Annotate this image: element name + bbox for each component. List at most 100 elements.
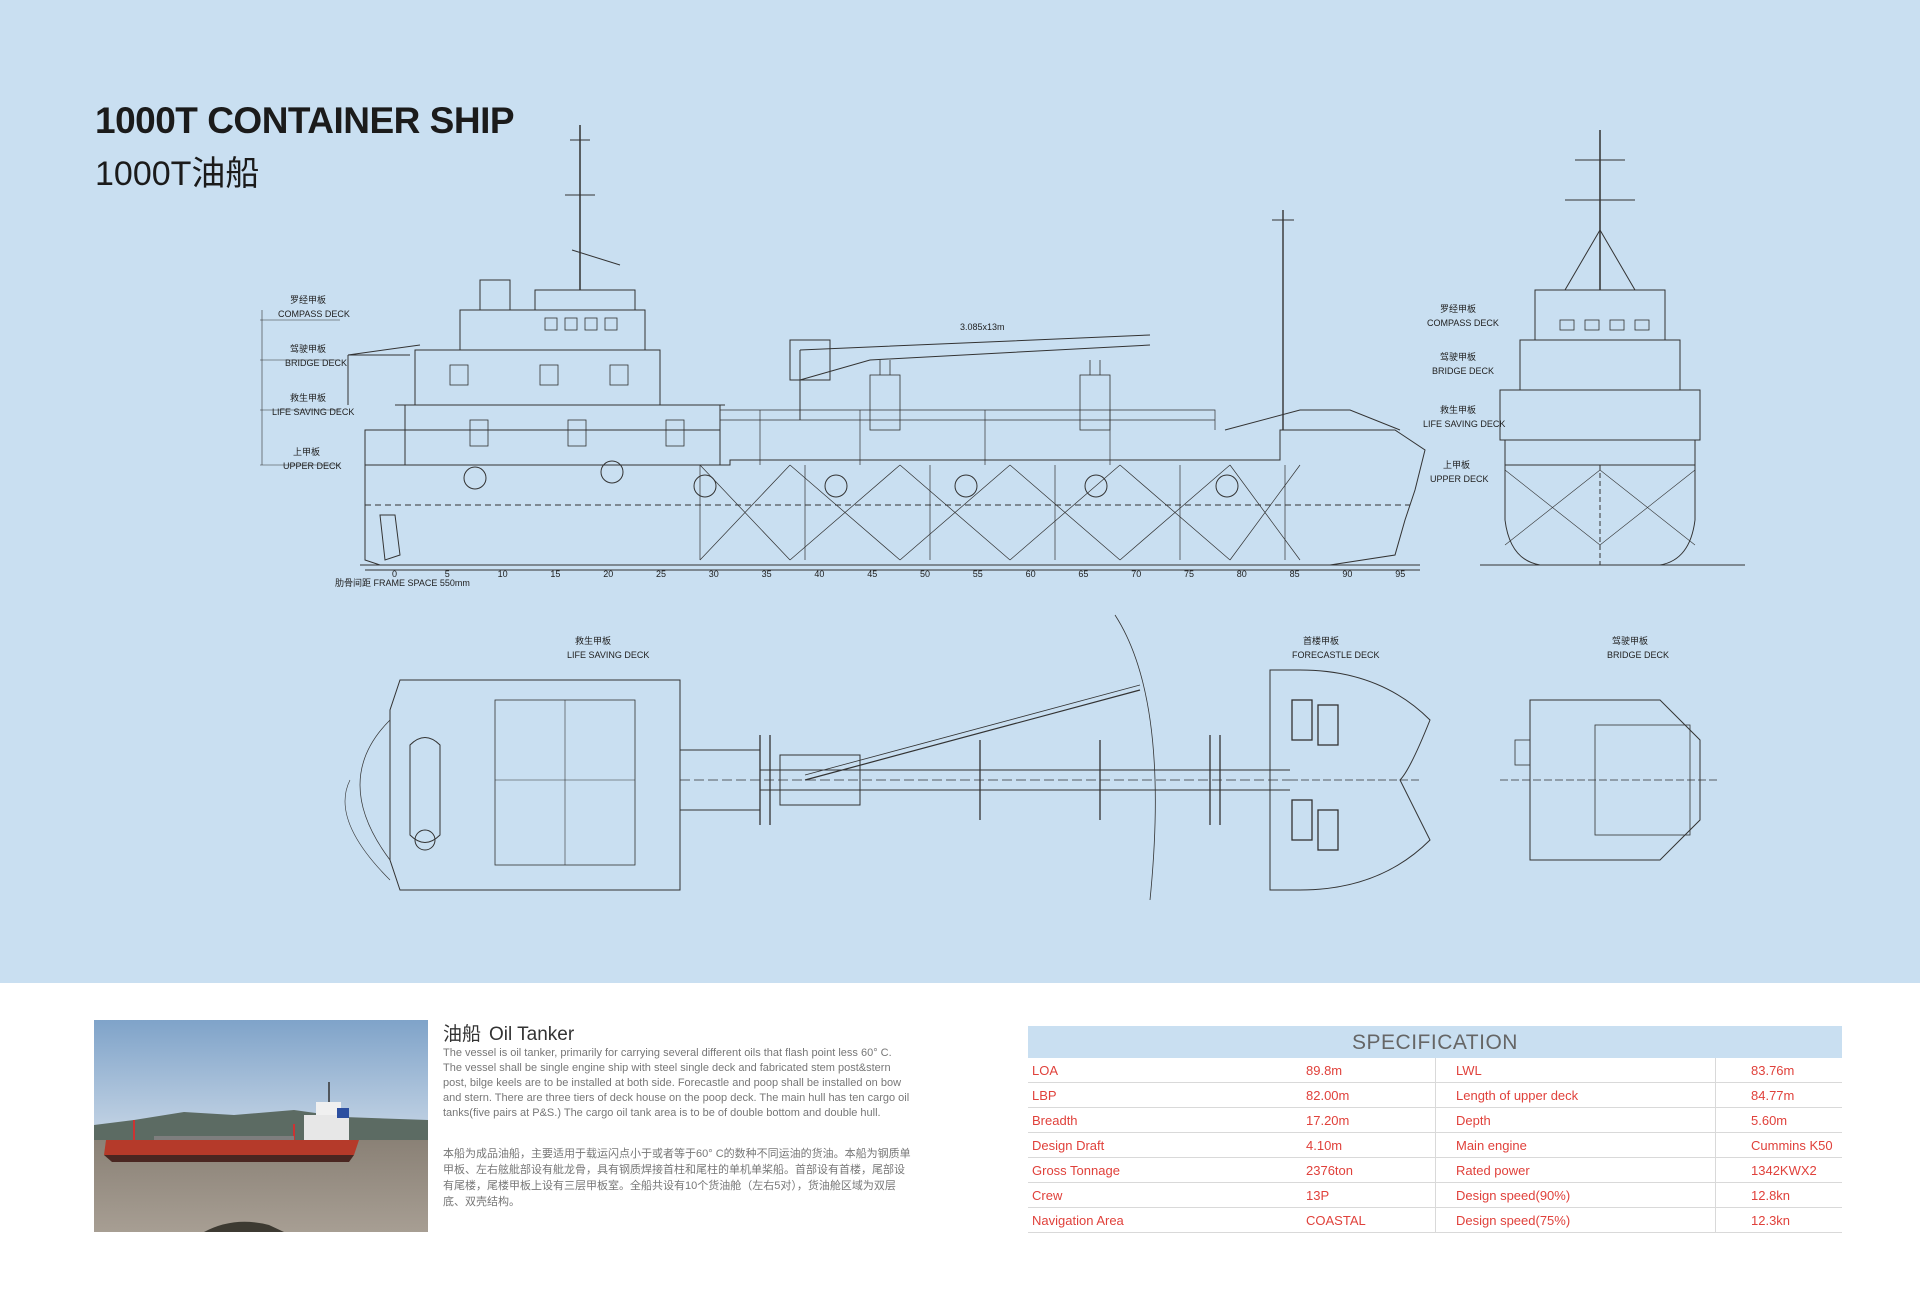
profile-deck-labels: 罗经甲板 COMPASS DECK 驾驶甲板 BRIDGE DECK 救生甲板 … xyxy=(272,294,1005,588)
spec-label: LOA xyxy=(1028,1058,1302,1083)
deck-label-en: BRIDGE DECK xyxy=(1432,366,1494,376)
title-chinese: 1000T油船 xyxy=(95,155,260,193)
frame-number: 65 xyxy=(1078,569,1088,579)
deck-label-en: UPPER DECK xyxy=(283,461,342,471)
frame-number: 90 xyxy=(1342,569,1352,579)
spec-label: Design Draft xyxy=(1028,1132,1302,1158)
frame-number: 10 xyxy=(498,569,508,579)
end-view-labels: 罗经甲板 COMPASS DECK 驾驶甲板 BRIDGE DECK 救生甲板 … xyxy=(1423,303,1505,484)
spec-value: 89.8m xyxy=(1302,1058,1436,1083)
plan-view-forecastle xyxy=(1269,669,1431,891)
spec-value: 12.8kn xyxy=(1715,1182,1842,1208)
frame-number: 75 xyxy=(1184,569,1194,579)
frame-number: 5 xyxy=(445,569,450,579)
frame-number: 45 xyxy=(867,569,877,579)
deck-label-cn: 上甲板 xyxy=(1443,459,1470,470)
frame-number: 70 xyxy=(1131,569,1141,579)
spec-label: Main engine xyxy=(1435,1132,1716,1158)
frame-number: 15 xyxy=(550,569,560,579)
spec-label: Length of upper deck xyxy=(1435,1082,1716,1108)
spec-value: 1342KWX2 xyxy=(1715,1157,1842,1183)
frame-number: 25 xyxy=(656,569,666,579)
spec-value: 12.3kn xyxy=(1715,1207,1842,1233)
hull-outline xyxy=(364,429,1426,566)
deck-label-cn: 罗经甲板 xyxy=(290,294,326,305)
description-chinese: 本船为成品油船，主要适用于载运闪点小于或者等于60° C的数种不同运油的货油。本… xyxy=(443,1148,911,1208)
frame-number: 20 xyxy=(603,569,613,579)
end-view xyxy=(1480,130,1745,566)
plan-label-en: LIFE SAVING DECK xyxy=(567,650,649,660)
frame-number: 55 xyxy=(973,569,983,579)
deck-label-cn: 驾驶甲板 xyxy=(290,343,326,354)
deck-label-en: COMPASS DECK xyxy=(1427,318,1499,328)
deck-label-cn: 救生甲板 xyxy=(290,392,326,403)
plan-label-en: FORECASTLE DECK xyxy=(1292,650,1380,660)
plan-view-main xyxy=(344,614,1290,901)
spec-value: 13P xyxy=(1302,1182,1436,1208)
spec-label: Gross Tonnage xyxy=(1028,1157,1302,1183)
title-english: 1000T CONTAINER SHIP xyxy=(95,100,515,141)
ship-photo xyxy=(94,1020,428,1232)
deck-label-cn: 驾驶甲板 xyxy=(1440,351,1476,362)
spec-label: Design speed(75%) xyxy=(1435,1207,1716,1233)
spec-value: 17.20m xyxy=(1302,1107,1436,1133)
profile-view xyxy=(260,125,1426,571)
spec-label: Rated power xyxy=(1435,1157,1716,1183)
deck-label-cn: 上甲板 xyxy=(293,446,320,457)
spec-value: 4.10m xyxy=(1302,1132,1436,1158)
frame-number: 60 xyxy=(1026,569,1036,579)
frame-number: 85 xyxy=(1290,569,1300,579)
plan-label-cn: 首楼甲板 xyxy=(1303,635,1339,646)
frame-number: 95 xyxy=(1395,569,1405,579)
frame-number: 80 xyxy=(1237,569,1247,579)
plan-label-en: BRIDGE DECK xyxy=(1607,650,1669,660)
frame-spacing-label: 肋骨间距 FRAME SPACE 550mm xyxy=(335,577,470,588)
ship-drawing: 罗经甲板 COMPASS DECK 驾驶甲板 BRIDGE DECK 救生甲板 … xyxy=(260,125,1745,901)
spec-value: 84.77m xyxy=(1715,1082,1842,1108)
frame-number: 50 xyxy=(920,569,930,579)
deck-label-cn: 罗经甲板 xyxy=(1440,303,1476,314)
spec-label: Crew xyxy=(1028,1182,1302,1208)
deck-label-en: UPPER DECK xyxy=(1430,474,1489,484)
plan-view-bridge xyxy=(1500,699,1720,861)
description-heading: 油船 Oil Tanker xyxy=(443,1019,574,1046)
spec-value: Cummins K50 xyxy=(1715,1132,1842,1158)
spec-value: COASTAL xyxy=(1302,1207,1436,1233)
specification-title: SPECIFICATION xyxy=(1028,1026,1842,1058)
deck-label-en: LIFE SAVING DECK xyxy=(272,407,354,417)
spec-label: Design speed(90%) xyxy=(1435,1182,1716,1208)
spec-label: Depth xyxy=(1435,1107,1716,1133)
heading-cn: 油船 xyxy=(443,1024,482,1045)
frame-number: 0 xyxy=(392,569,397,579)
frame-number: 35 xyxy=(762,569,772,579)
deck-label-en: COMPASS DECK xyxy=(278,309,350,319)
deck-label-cn: 救生甲板 xyxy=(1440,404,1476,415)
crane-reach-label: 3.085x13m xyxy=(960,322,1005,332)
frame-number: 40 xyxy=(814,569,824,579)
spec-value: 83.76m xyxy=(1715,1058,1842,1083)
spec-value: 5.60m xyxy=(1715,1107,1842,1133)
deck-label-en: LIFE SAVING DECK xyxy=(1423,419,1505,429)
frame-number-scale: 0 5 10 15 20 25 30 35 40 45 50 55 60 65 70 75 80 85 90 95 xyxy=(392,569,1405,579)
spec-value: 82.00m xyxy=(1302,1082,1436,1108)
spec-value: 2376ton xyxy=(1302,1157,1436,1183)
frame-number: 30 xyxy=(709,569,719,579)
heading-en: Oil Tanker xyxy=(489,1024,575,1045)
spec-label: LBP xyxy=(1028,1082,1302,1108)
spec-label: LWL xyxy=(1435,1058,1716,1083)
plan-view-labels: 救生甲板 LIFE SAVING DECK 首楼甲板 FORECASTLE DE… xyxy=(567,635,1669,660)
plan-label-cn: 驾驶甲板 xyxy=(1612,635,1648,646)
deck-label-en: BRIDGE DECK xyxy=(285,358,347,368)
spec-label: Breadth xyxy=(1028,1107,1302,1133)
description-english: The vessel is oil tanker, primarily for … xyxy=(443,1047,910,1119)
plan-label-cn: 救生甲板 xyxy=(575,635,611,646)
